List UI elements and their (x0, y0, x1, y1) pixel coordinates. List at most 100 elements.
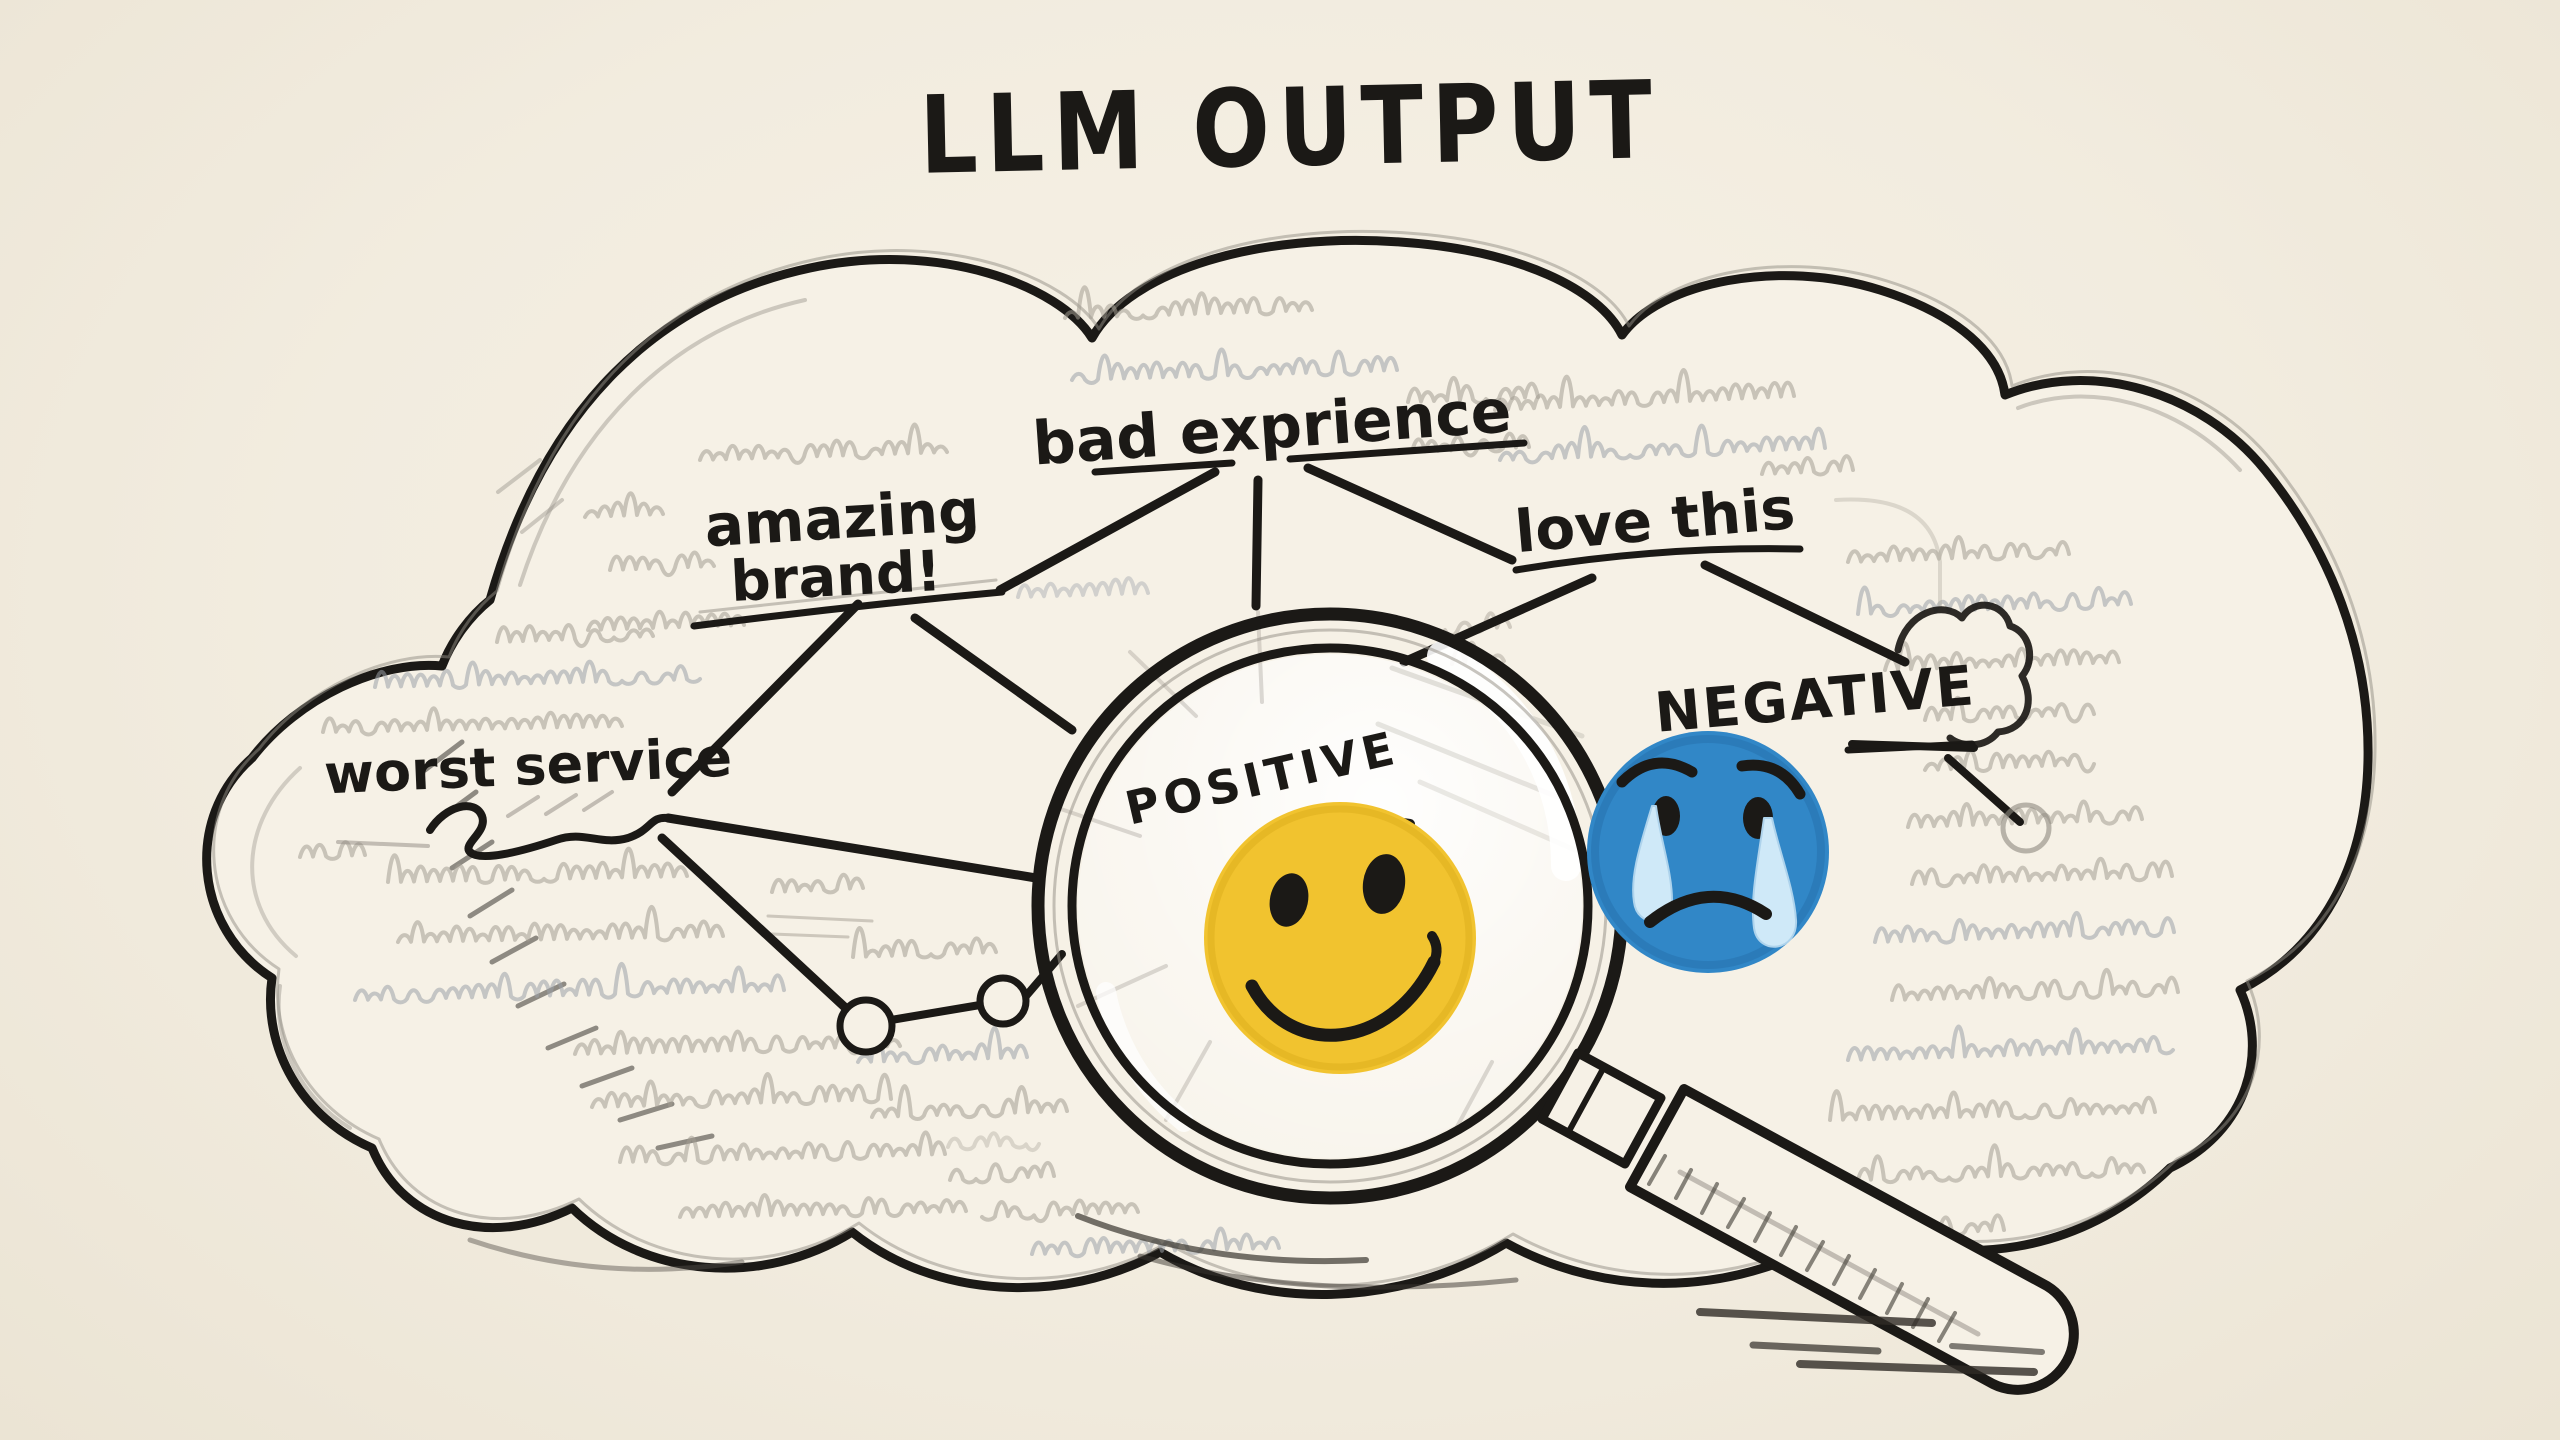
handle-hatch (1674, 1168, 1693, 1200)
handwriting-scribble (770, 872, 865, 895)
glass-spoke (1050, 804, 1142, 838)
handwriting-scribble (298, 840, 367, 861)
handwriting-scribble (1063, 285, 1314, 321)
ferrule-ring-line (1565, 1064, 1607, 1136)
smiley-eye-left (1269, 873, 1309, 927)
handwriting-scribble (980, 1198, 1140, 1224)
handwriting-scribble (948, 1160, 1056, 1185)
label-underline (1512, 545, 1804, 574)
handle-ferrule (1537, 1048, 1666, 1169)
handwriting-scribble (1410, 431, 1531, 458)
label-underline (1091, 459, 1236, 476)
handwriting-scribble (1493, 367, 1796, 412)
handle-hatch (1779, 1225, 1798, 1257)
handwriting-scribble (583, 491, 665, 519)
label-underline-double (698, 578, 998, 614)
squiggle-hatch (544, 793, 578, 816)
handwriting-scribble (1406, 376, 1540, 405)
label-amazing-brand-line2: brand! (728, 539, 944, 615)
handle-hatch (1858, 1268, 1877, 1300)
handwriting-scribble (1873, 911, 2176, 945)
handwriting-scribble (608, 550, 716, 578)
handwriting-scribble (1883, 641, 2121, 672)
handwriting-scribble (1760, 454, 1855, 477)
connector-line (1848, 740, 1978, 752)
crying-frown (1644, 890, 1772, 928)
handle-hatch (1832, 1254, 1851, 1286)
magnifier-rim-inner (1067, 643, 1593, 1169)
connector-line (1251, 475, 1263, 611)
handwriting-scribble (1856, 585, 2133, 619)
cloud-inner-arc (518, 298, 807, 587)
handwriting-scribble (1856, 1143, 2146, 1185)
hatch-tick (496, 458, 542, 494)
negative-puff-outline (1894, 601, 2034, 749)
smiley-smile-hook (1427, 931, 1442, 967)
handwriting-scribble (1923, 695, 2096, 724)
node-circle (836, 996, 896, 1056)
rim-shadow-arc (1075, 1213, 1369, 1265)
handwriting-scribble (396, 904, 725, 944)
handwriting-scribble (1846, 534, 2071, 564)
handwriting-scribble (618, 1130, 947, 1167)
scribble-dash (770, 932, 850, 939)
handle-hatch (1700, 1182, 1719, 1215)
rim-shadow-arc (1137, 1253, 1519, 1290)
squiggle-underline (426, 802, 672, 861)
handwriting-scribble (870, 1084, 1069, 1122)
diagram-title: LLM OUTPUT (918, 57, 1662, 199)
hatch-tick (655, 1133, 715, 1151)
hatch-tick (489, 935, 539, 965)
crying-brow-left (1616, 757, 1698, 788)
handwriting-scribble (1910, 856, 2174, 889)
handwriting-scribble (1016, 576, 1150, 599)
handwriting-scribble (851, 925, 998, 960)
handwriting-scribble (698, 422, 949, 465)
glass-ruled-line (1417, 779, 1578, 853)
connector-line (657, 833, 855, 1017)
connector-line (910, 613, 1077, 735)
connector-line (1700, 560, 1910, 667)
label-underline (1286, 439, 1528, 463)
handwriting-scribble (1828, 1089, 2157, 1122)
handwriting-scribble (1846, 1024, 2175, 1062)
handwriting-scribble (373, 659, 702, 690)
cloud-inner-arc (250, 766, 302, 958)
handle-hatch (1753, 1211, 1772, 1243)
cloud-inner-arc (2016, 394, 2242, 472)
handle-shade-line (1677, 1169, 1981, 1337)
smiley-eye-right (1362, 854, 1406, 914)
shadow-stroke (1949, 1343, 2045, 1355)
smiley-face-ring (1207, 805, 1473, 1071)
hatch-tick (617, 1101, 675, 1123)
connector-line (995, 467, 1220, 595)
glass-spoke (1128, 650, 1198, 718)
connector-line (667, 599, 863, 797)
glass-ruled-line (1375, 721, 1563, 801)
gray-dash (336, 840, 430, 848)
smiley-smile (1245, 955, 1441, 1042)
handle-capsule (1625, 1084, 2079, 1395)
hatch-tick (515, 981, 567, 1009)
handwriting-scribble (495, 623, 655, 649)
squiggle-hatch (582, 790, 614, 812)
handle-hatch (1805, 1240, 1825, 1272)
handwriting-scribble (678, 1192, 968, 1219)
hatch-tick (545, 1025, 599, 1051)
handwriting-scribble (1890, 968, 2180, 1002)
hatch-tick (422, 739, 465, 773)
shadow-stroke (1696, 1308, 1936, 1327)
connector-line (663, 813, 1041, 883)
handwriting-scribble (353, 961, 786, 1005)
cloud-inner-arc (276, 984, 352, 1130)
node-circle (976, 974, 1030, 1028)
crying-face-ring (1591, 735, 1825, 969)
cloud-sketch-double (212, 229, 2377, 1287)
hatch-tick (520, 498, 564, 534)
scribble-dash (766, 914, 874, 923)
crying-brow-right (1736, 759, 1806, 800)
handwriting-scribble (1070, 347, 1399, 385)
connector-line (1303, 463, 1517, 565)
